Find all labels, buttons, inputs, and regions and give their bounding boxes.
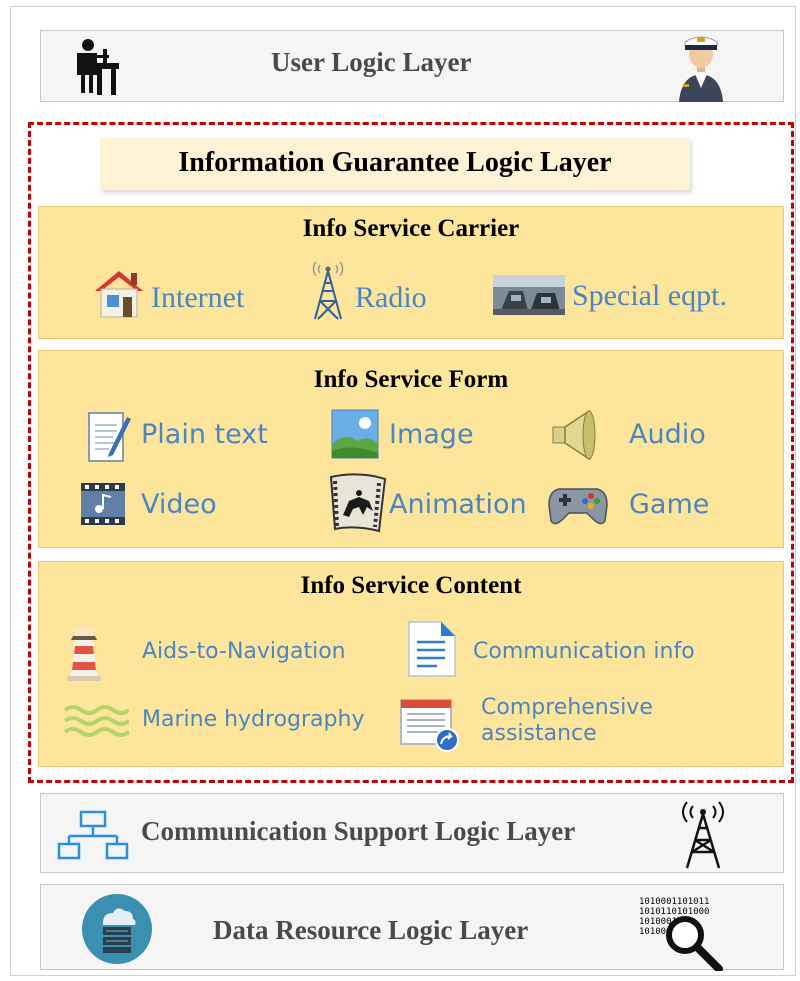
content-item-marine-hydrography: Marine hydrography [142,707,365,732]
form-item-plain-text: Plain text [141,419,268,450]
content-title: Info Service Content [300,572,522,599]
form-item-game: Game [629,489,710,520]
binary-data-line-3: 1010001 [639,917,677,927]
binary-data-line-1: 1010001101011 [639,897,710,907]
information-guarantee-title: Information Guarantee Logic Layer [178,147,612,178]
carrier-item-radio: Radio [355,281,427,314]
animation-filmstrip-icon [329,473,387,533]
comprehensive-assistance-icon [400,699,459,752]
form-title: Info Service Form [313,366,509,393]
user-logic-layer-title: User Logic Layer [271,47,472,77]
architecture-frame [10,6,796,976]
communication-support-logic-layer: Communication Support Logic Layer [40,793,784,873]
marine-waves-icon [63,705,129,737]
information-guarantee-region [28,122,794,783]
form-item-animation: Animation [389,489,527,520]
communication-support-title: Communication Support Logic Layer [141,816,576,846]
officer-avatar-icon [679,36,723,102]
game-controller-icon [548,488,608,525]
form-item-audio: Audio [629,419,706,450]
network-hierarchy-icon [57,810,129,860]
communication-document-icon [408,621,456,677]
content-item-comprehensive-assistance: Comprehensive assistance [481,695,653,746]
form-item-video: Video [141,489,217,520]
content-item-communication-info: Communication info [473,639,695,664]
radio-tower-icon [312,261,344,320]
special-equipment-icon [493,275,565,315]
data-resource-logic-layer: Data Resource Logic Layer 1010001101011 … [40,884,784,971]
user-at-desk-icon [77,39,119,95]
cloud-server-icon [82,894,152,964]
info-service-form-panel: Info Service Form Plain text Image Audio… [38,350,784,548]
plain-text-document-icon [88,412,131,462]
information-guarantee-title-box: Information Guarantee Logic Layer [100,138,690,190]
binary-data-line-4: 1010001 [639,927,677,937]
info-service-content-panel: Info Service Content Aids-to-Navigation … [38,561,784,767]
carrier-item-internet: Internet [151,281,245,314]
lighthouse-icon [67,628,101,681]
image-icon [331,409,379,459]
audio-speaker-icon [552,409,596,461]
data-resource-title: Data Resource Logic Layer [213,915,529,945]
house-icon [95,271,143,318]
user-logic-layer: User Logic Layer [40,30,784,102]
carrier-title: Info Service Carrier [302,215,520,242]
carrier-item-special-equipment: Special eqpt. [572,279,727,312]
magnifier-search-icon [666,916,723,971]
info-service-carrier-panel: Info Service Carrier Internet Radio Spec… [38,206,784,339]
antenna-tower-icon [682,801,724,869]
form-item-image: Image [389,419,474,450]
content-item-aids-to-navigation: Aids-to-Navigation [142,639,346,664]
video-film-icon [81,483,125,525]
binary-data-line-2: 1010110101000 [639,907,710,917]
